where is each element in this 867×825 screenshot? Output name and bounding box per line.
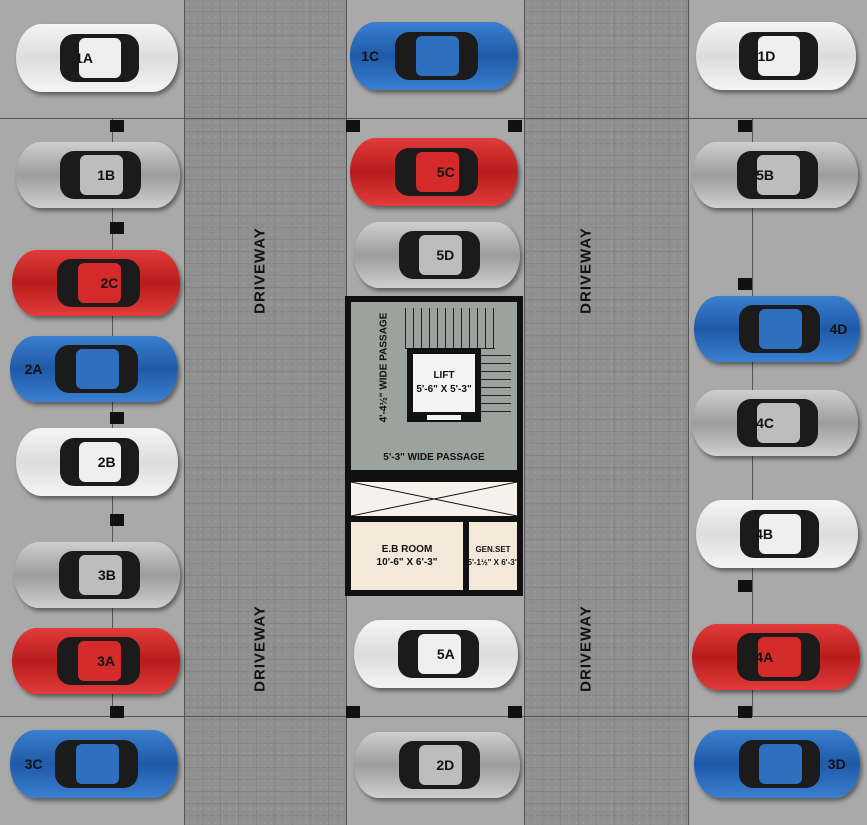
- left-parking-bay: [0, 0, 184, 825]
- parking-slot-5A[interactable]: 5A: [354, 620, 518, 688]
- slot-label: 2C: [100, 275, 119, 291]
- parking-slot-2C[interactable]: 2C: [12, 250, 180, 316]
- grid-line: [0, 118, 867, 119]
- column-pillar: [738, 580, 752, 592]
- parking-slot-4B[interactable]: 4B: [696, 500, 858, 568]
- parking-slot-5C[interactable]: 5C: [350, 138, 518, 206]
- slot-label: 4D: [829, 321, 848, 337]
- slot-label: 3A: [97, 653, 116, 669]
- genset-title: GEN.SET: [475, 545, 511, 554]
- lift-title: LIFT: [433, 370, 455, 381]
- column-pillar: [110, 706, 124, 718]
- slot-label: 2A: [24, 361, 43, 377]
- slot-label: 5A: [436, 646, 455, 662]
- parking-slot-3C[interactable]: 3C: [10, 730, 178, 798]
- slot-label: 4C: [756, 415, 774, 431]
- grid-line: [688, 0, 689, 825]
- right-driveway: [524, 0, 688, 825]
- column-pillar: [346, 120, 360, 132]
- driveway-label: DRIVEWAY: [251, 605, 269, 692]
- slot-label: 4A: [755, 649, 774, 665]
- grid-line: [184, 0, 185, 825]
- slot-label: 1D: [757, 48, 776, 64]
- grid-line: [524, 0, 525, 825]
- column-pillar: [110, 514, 124, 526]
- slot-label: 5B: [756, 167, 774, 183]
- parking-slot-1D[interactable]: 1D: [696, 22, 856, 90]
- parking-slot-3A[interactable]: 3A: [12, 628, 180, 694]
- column-pillar: [346, 706, 360, 718]
- lift-door: [427, 415, 461, 420]
- driveway-label: DRIVEWAY: [251, 227, 269, 314]
- vertical-passage-label: 4'-4½" WIDE PASSAGE: [378, 312, 390, 423]
- parking-slot-1C[interactable]: 1C: [350, 22, 518, 90]
- parking-slot-1B[interactable]: 1B: [16, 142, 180, 208]
- column-pillar: [738, 278, 752, 290]
- parking-slot-2D[interactable]: 2D: [354, 732, 520, 798]
- column-pillar: [738, 120, 752, 132]
- parking-slot-4A[interactable]: 4A: [692, 624, 860, 690]
- slot-label: 4B: [755, 526, 773, 542]
- slot-label: 3B: [98, 567, 116, 583]
- column-pillar: [110, 222, 124, 234]
- slot-label: 1B: [97, 167, 116, 183]
- parking-slot-5B[interactable]: 5B: [692, 142, 858, 208]
- column-pillar: [508, 706, 522, 718]
- genset-room: GEN.SET 5'-1½" X 6'-3": [467, 522, 519, 590]
- parking-slot-3D[interactable]: 3D: [694, 730, 860, 798]
- column-pillar: [508, 120, 522, 132]
- parking-slot-3B[interactable]: 3B: [14, 542, 180, 608]
- parking-slot-5D[interactable]: 5D: [354, 222, 520, 288]
- driveway-label: DRIVEWAY: [577, 605, 595, 692]
- genset-size: 5'-1½" X 6'-3": [467, 558, 519, 567]
- slot-label: 5C: [436, 164, 455, 180]
- lift-size: 5'-6" X 5'-3": [416, 384, 472, 395]
- slot-label: 3D: [827, 756, 846, 772]
- lift-shaft: LIFT 5'-6" X 5'-3": [407, 348, 481, 422]
- parking-slot-2A[interactable]: 2A: [10, 336, 178, 402]
- slot-label: 2B: [97, 454, 116, 470]
- column-pillar: [110, 412, 124, 424]
- service-core: LIFT 5'-6" X 5'-3" 4'-4½" WIDE PASSAGE 5…: [345, 296, 523, 596]
- eb-room-size: 10'-6" X 6'-3": [376, 557, 438, 568]
- slot-label: 3C: [24, 756, 43, 772]
- parking-slot-2B[interactable]: 2B: [16, 428, 178, 496]
- column-pillar: [110, 120, 124, 132]
- service-duct: [351, 482, 517, 516]
- parking-slot-1A[interactable]: 1A: [16, 24, 178, 92]
- column-pillar: [738, 706, 752, 718]
- staircase-area: LIFT 5'-6" X 5'-3" 4'-4½" WIDE PASSAGE 5…: [351, 302, 517, 470]
- slot-label: 2D: [436, 757, 455, 773]
- eb-room-title: E.B ROOM: [381, 544, 433, 555]
- parking-slot-4C[interactable]: 4C: [692, 390, 858, 456]
- slot-label: 5D: [436, 247, 455, 263]
- stair-steps: [405, 308, 495, 349]
- stair-steps: [480, 348, 511, 418]
- parking-slot-4D[interactable]: 4D: [694, 296, 860, 362]
- grid-line: [0, 716, 867, 717]
- eb-room: E.B ROOM 10'-6" X 6'-3": [351, 522, 463, 590]
- driveway-label: DRIVEWAY: [577, 227, 595, 314]
- left-driveway: [184, 0, 346, 825]
- slot-label: 1C: [361, 48, 380, 64]
- slot-label: 1A: [75, 50, 93, 66]
- horizontal-passage-label: 5'-3" WIDE PASSAGE: [383, 452, 485, 463]
- duct-cross-icon: [351, 482, 517, 516]
